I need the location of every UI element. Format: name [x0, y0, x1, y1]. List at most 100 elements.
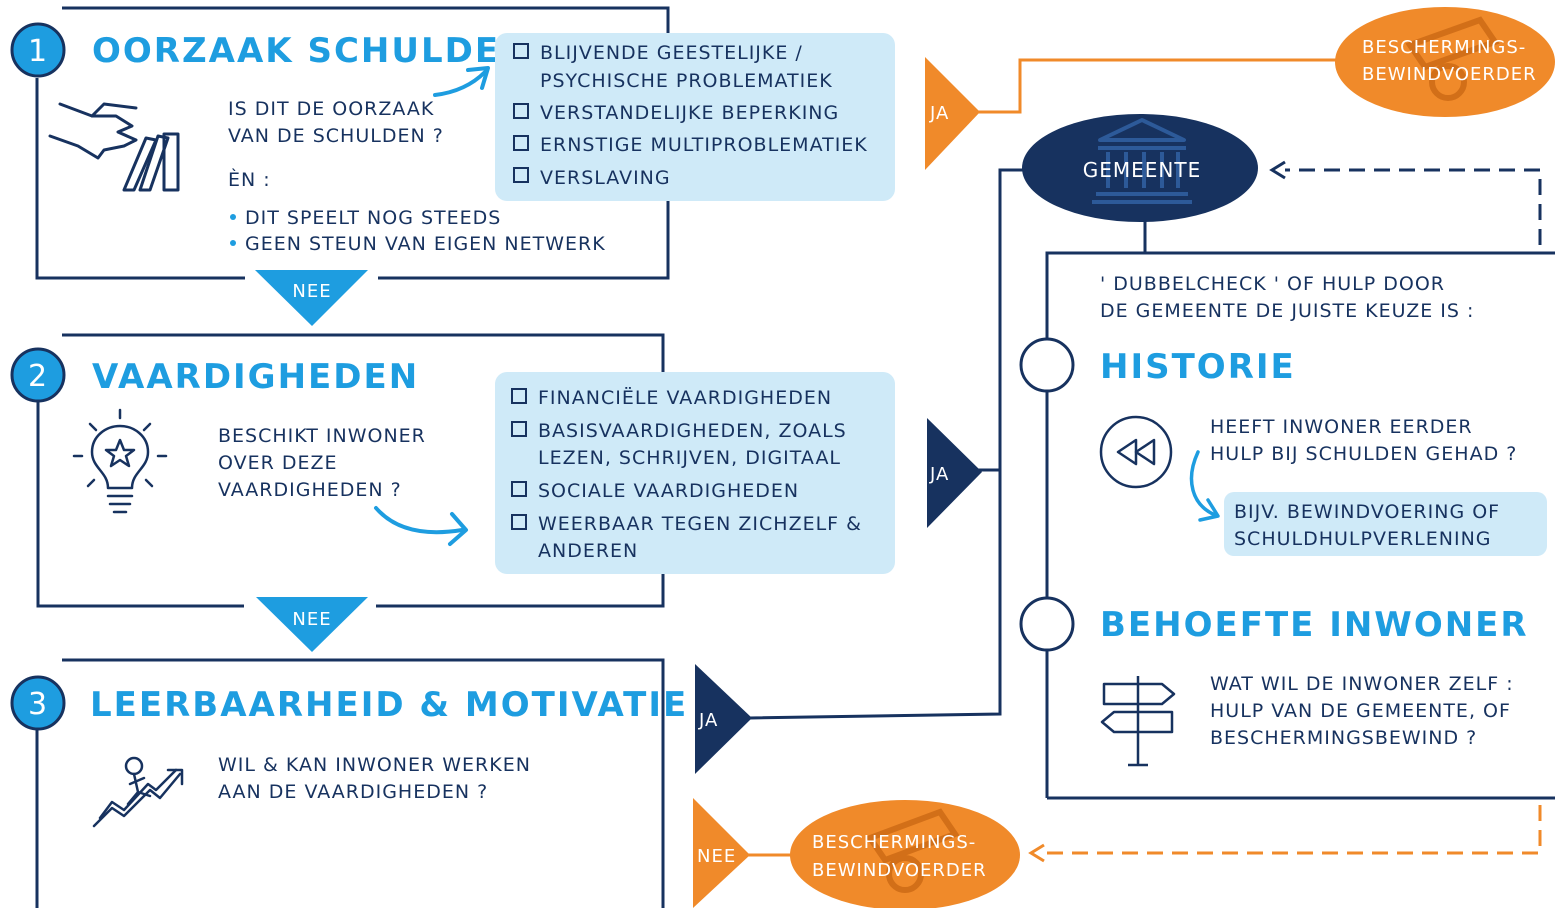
step-3-question-line-2: AAN DE VAARDIGHEDEN ? — [218, 781, 488, 803]
nee-2-triangle: NEE — [256, 597, 368, 652]
checkbox — [511, 514, 527, 530]
ja-2-label: JA — [929, 464, 949, 485]
person-climbing-arrow-icon — [92, 756, 184, 828]
step-2-question-line-2: OVER DEZE — [218, 452, 338, 474]
historie-question-line-1: HEEFT INWONER EERDER — [1210, 416, 1473, 438]
step-1-number-badge — [10, 22, 66, 78]
nee-1-label: NEE — [292, 281, 331, 302]
connector-ja2-gemeente — [975, 168, 1025, 472]
dashed-arrow-to-bewindvoerder — [1040, 805, 1542, 855]
nee-3-label: NEE — [697, 846, 736, 867]
hand-pushing-books-icon — [48, 102, 180, 192]
ja-1-label: JA — [929, 103, 949, 124]
arrowhead — [448, 512, 468, 546]
arrow-to-checklist-1 — [433, 70, 487, 97]
gemeente-label: GEMEENTE — [1083, 158, 1201, 182]
bullet-dot — [230, 214, 236, 220]
panel-intro-line-1: ' DUBBELCHECK ' OF HULP DOOR — [1100, 273, 1445, 295]
checkbox — [513, 167, 529, 183]
historie-example-box — [1224, 492, 1547, 556]
checkbox — [511, 421, 527, 437]
step-1-question-line-2: VAN DE SCHULDEN ? — [228, 125, 444, 147]
checklist-1-item-1-line-1: BLIJVENDE GEESTELIJKE / — [540, 42, 803, 64]
step-2-title: VAARDIGHEDEN — [92, 357, 419, 397]
gemeente-panel: ' DUBBELCHECK ' OF HULP DOOR DE GEMEENTE… — [1019, 251, 1555, 800]
step-1-number: 1 — [28, 34, 48, 69]
historie-marker — [1019, 337, 1075, 393]
step-3-number-badge — [10, 675, 66, 731]
step-3-title: LEERBAARHEID & MOTIVATIE — [90, 685, 688, 725]
step-2-number-badge — [10, 347, 66, 403]
behoefte-title: BEHOEFTE INWONER — [1100, 605, 1529, 645]
checklist-2-item-3: SOCIALE VAARDIGHEDEN — [538, 480, 799, 502]
bewindvoerder-top-line-1: BESCHERMINGS- — [1362, 37, 1526, 58]
step-1-checklist: BLIJVENDE GEESTELIJKE / PSYCHISCHE PROBL… — [495, 33, 895, 201]
behoefte-question-line-3: BESCHERMINGSBEWIND ? — [1210, 727, 1477, 749]
gavel-icon — [865, 808, 960, 893]
bewindvoerder-top-oval: BESCHERMINGS- BEWINDVOERDER — [1335, 7, 1555, 117]
historie-title: HISTORIE — [1100, 347, 1296, 387]
checklist-1-item-4: VERSLAVING — [540, 167, 671, 189]
nee-1-triangle: NEE — [255, 270, 368, 326]
checklist-2-item-1: FINANCIËLE VAARDIGHEDEN — [538, 386, 832, 409]
lightbulb-icon — [72, 408, 168, 514]
connector-ja3-gemeente — [749, 470, 1002, 720]
arrow-to-example — [1189, 450, 1217, 517]
bullet-dot — [230, 240, 236, 246]
checklist-1-item-2: VERSTANDELIJKE BEPERKING — [540, 102, 839, 124]
historie-question-line-2: HULP BIJ SCHULDEN GEHAD ? — [1210, 443, 1517, 465]
arrow-to-checklist-2 — [374, 506, 464, 535]
step-1-bullet-2: GEEN STEUN VAN EIGEN NETWERK — [245, 233, 606, 255]
checklist-2-item-2-line-1: BASISVAARDIGHEDEN, ZOALS — [538, 420, 847, 442]
behoefte-question-line-1: WAT WIL DE INWONER ZELF : — [1210, 673, 1514, 695]
arrowhead — [466, 66, 490, 90]
checkbox — [511, 388, 527, 404]
checkbox — [511, 481, 527, 497]
step-1-and-label: ÈN : — [228, 168, 271, 191]
dashed-arrow-to-gemeente — [1285, 168, 1542, 245]
gavel-icon — [1405, 16, 1500, 101]
behoefte-question-line-2: HULP VAN DE GEMEENTE, OF — [1210, 700, 1511, 722]
gemeente-oval: GEMEENTE — [1022, 114, 1258, 222]
bewindvoerder-bottom-line-2: BEWINDVOERDER — [812, 860, 987, 881]
checkbox — [513, 135, 529, 151]
checkbox — [513, 43, 529, 59]
bewindvoerder-bottom-oval: BESCHERMINGS- BEWINDVOERDER — [790, 800, 1020, 908]
checklist-1-item-1-line-2: PSYCHISCHE PROBLEMATIEK — [540, 70, 833, 92]
ja-3-label: JA — [698, 710, 718, 731]
step-2-box: 2 VAARDIGHEDEN BESCHIKT INWONER OVER DEZ… — [10, 333, 665, 608]
checklist-2-item-2-line-2: LEZEN, SCHRIJVEN, DIGITAAL — [538, 447, 841, 469]
town-hall-icon — [1092, 118, 1192, 204]
arrowhead-to-gemeente — [1269, 160, 1286, 180]
step-1-title: OORZAAK SCHULDEN — [92, 31, 531, 71]
checklist-2-item-4-line-1: WEERBAAR TEGEN ZICHZELF & — [538, 513, 862, 535]
checkbox — [513, 103, 529, 119]
nee-2-label: NEE — [292, 609, 331, 630]
arrowhead — [1198, 498, 1220, 522]
bewindvoerder-bottom-line-1: BESCHERMINGS- — [812, 832, 976, 853]
behoefte-marker — [1019, 596, 1075, 652]
historie-example-line-1: BIJV. BEWINDVOERING OF — [1234, 501, 1500, 523]
nee-3-triangle: NEE — [693, 798, 750, 908]
signpost-icon — [1100, 676, 1176, 767]
rewind-icon — [1099, 415, 1173, 489]
step-1-bullet-1: DIT SPEELT NOG STEEDS — [245, 207, 501, 229]
checklist-2-item-4-line-2: ANDEREN — [538, 540, 638, 562]
arrowhead-to-bewindvoerder — [1028, 843, 1045, 863]
step-3-number: 3 — [28, 687, 48, 722]
step-2-question-line-1: BESCHIKT INWONER — [218, 425, 426, 447]
step-1-box: 1 OORZAAK SCHULDEN IS DIT DE OORZAAK VAN… — [10, 6, 670, 280]
step-2-number: 2 — [28, 359, 48, 394]
step-3-box: 3 LEERBAARHEID & MOTIVATIE WIL & KAN INW… — [10, 658, 688, 908]
connector-ja1-bewindvoerder — [975, 58, 1345, 114]
panel-intro-line-2: DE GEMEENTE DE JUISTE KEUZE IS : — [1100, 300, 1474, 322]
step-2-question-line-3: VAARDIGHEDEN ? — [218, 479, 402, 501]
step-3-question-line-1: WIL & KAN INWONER WERKEN — [218, 754, 531, 776]
ja-2-triangle: JA — [927, 418, 982, 528]
historie-example-line-2: SCHULDHULPVERLENING — [1234, 528, 1492, 550]
step-1-question-line-1: IS DIT DE OORZAAK — [228, 98, 434, 120]
ja-3-triangle: JA — [695, 664, 752, 774]
checklist-1-item-3: ERNSTIGE MULTIPROBLEMATIEK — [540, 134, 868, 156]
step-2-checklist: FINANCIËLE VAARDIGHEDEN BASISVAARDIGHEDE… — [495, 372, 895, 574]
